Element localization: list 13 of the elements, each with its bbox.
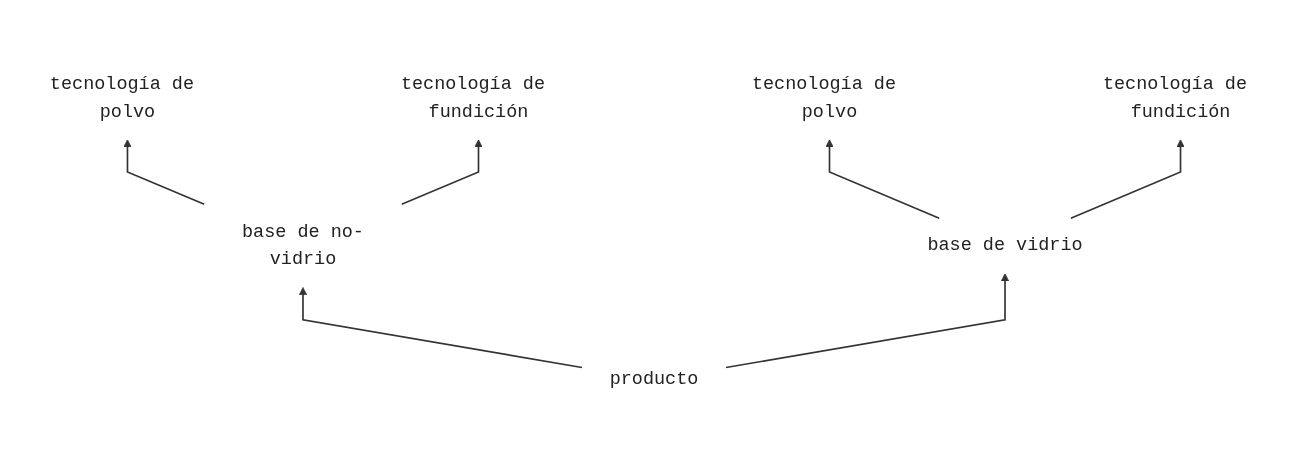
arrow [725,273,1010,369]
arrow [400,139,483,206]
node-text: tecnología de polvo [751,73,897,123]
arrow [825,139,941,219]
node-text: tecnología de fundición [400,73,546,123]
node-text: tecnología de fundición [1102,73,1248,123]
arrow [123,139,206,206]
node-text: producto [609,368,699,390]
arrow [298,287,583,369]
arrow [1070,139,1185,219]
node-text: base de vidrio [927,234,1083,257]
node-text: base de no-vidrio [242,220,364,270]
node-text: tecnología de polvo [49,73,194,123]
